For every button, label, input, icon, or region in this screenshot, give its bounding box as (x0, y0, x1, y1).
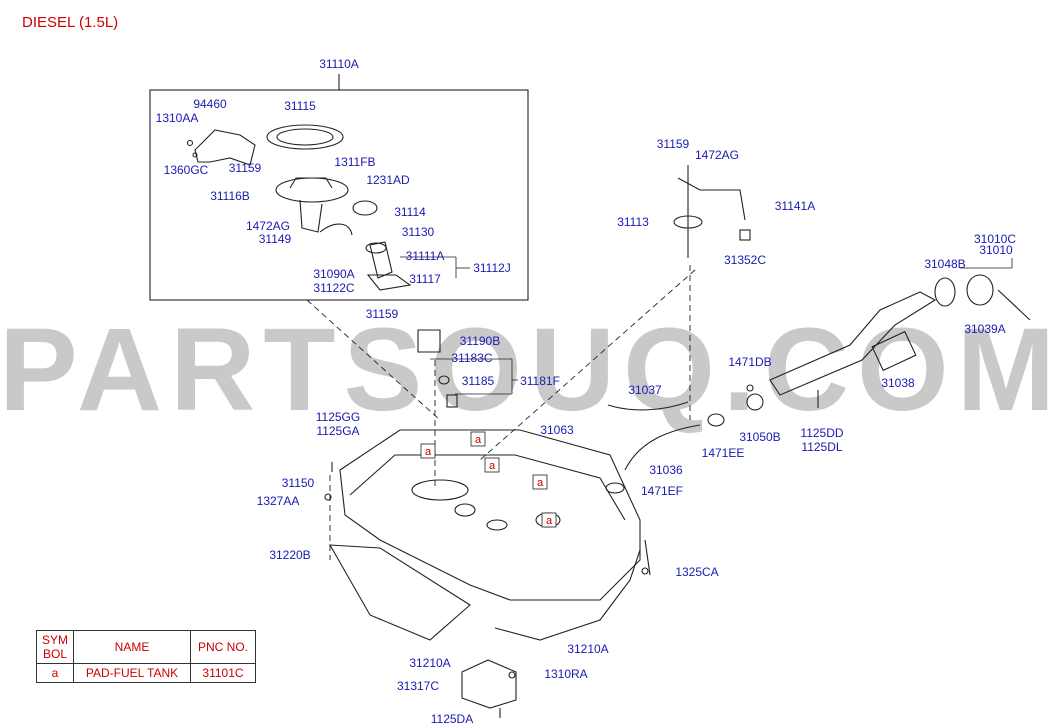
part-label[interactable]: 31048B (924, 257, 965, 271)
part-label[interactable]: 31181F (520, 374, 560, 388)
part-label[interactable]: 31210A (409, 656, 450, 670)
part-label[interactable]: 31149 (259, 232, 292, 246)
part-label[interactable]: 1125DA (431, 712, 473, 726)
part-label[interactable]: 31185 (462, 374, 495, 388)
breather-pipe (677, 177, 746, 221)
pad-marker-symbol: a (546, 515, 553, 527)
part-label[interactable]: 1310RA (544, 667, 587, 681)
part-label[interactable]: 31038 (881, 376, 915, 390)
part-label[interactable]: 31352C (724, 253, 766, 267)
part-label[interactable]: 1231AD (366, 173, 410, 187)
part-label[interactable]: 31317C (397, 679, 439, 693)
part-label[interactable]: 1311FB (334, 155, 375, 169)
pad-marker-symbol: a (425, 446, 432, 458)
pad-marker-box (470, 431, 486, 447)
filler-neck (769, 291, 937, 396)
part-label[interactable]: 31141A (775, 199, 815, 213)
part-label[interactable]: 31190B (460, 334, 500, 348)
pad-marker-symbol: a (537, 477, 544, 489)
part-label[interactable]: 31130 (402, 225, 435, 239)
part-label[interactable]: 1125DD (800, 426, 843, 440)
gasket-ring (266, 124, 344, 150)
part-label[interactable]: 31112J (473, 261, 511, 275)
part-label[interactable]: 31037 (628, 383, 662, 397)
part-label[interactable]: 31115 (284, 99, 316, 113)
pad-marker-symbol: a (489, 460, 496, 472)
part-label[interactable]: 31117 (409, 272, 441, 286)
part-label[interactable]: 1360GC (164, 163, 209, 177)
part-label[interactable]: 31063 (540, 423, 574, 437)
diagram-title: DIESEL (1.5L) (22, 14, 119, 31)
part-label[interactable]: 31090A (313, 267, 354, 281)
legend-header-name: NAME (73, 630, 191, 664)
part-label[interactable]: 1327AA (257, 494, 300, 508)
part-label[interactable]: 1472AG (246, 219, 290, 233)
part-label[interactable]: 1125GA (316, 424, 359, 438)
fuel-tank (339, 429, 641, 601)
part-label[interactable]: 31183C (451, 351, 492, 365)
legend-part-name: PAD-FUEL TANK (73, 663, 191, 683)
fuel-pump-body (299, 199, 323, 233)
legend-header-pnc: PNC NO. (190, 630, 256, 664)
watermark-text: PARTSOUQ.COM (0, 304, 1063, 436)
pad-marker-box (420, 443, 436, 459)
part-label[interactable]: 31114 (394, 205, 426, 219)
part-label[interactable]: 31159 (229, 161, 262, 175)
pad-marker-box (484, 457, 500, 473)
part-label[interactable]: 31122C (313, 281, 354, 295)
part-label[interactable]: 31036 (649, 463, 683, 477)
pad-marker-symbol: a (475, 434, 482, 446)
part-label[interactable]: 31159 (366, 307, 399, 321)
part-label[interactable]: 31113 (617, 215, 649, 229)
part-label[interactable]: 31110A (319, 57, 359, 71)
part-label[interactable]: 31039A (964, 322, 1005, 336)
pad-marker-box (541, 512, 557, 528)
legend-part-number[interactable]: 31101C (190, 663, 256, 683)
part-label[interactable]: 1310AA (156, 111, 199, 125)
part-label[interactable]: 31050B (739, 430, 780, 444)
legend-row: a PAD-FUEL TANK 31101C (36, 663, 256, 683)
part-label[interactable]: 31010C (974, 232, 1016, 246)
part-label[interactable]: 1471EE (702, 446, 745, 460)
part-label[interactable]: 1472AG (695, 148, 739, 162)
part-label[interactable]: 94460 (193, 97, 227, 111)
part-label[interactable]: 31111A (406, 249, 445, 263)
tank-strap-left (329, 544, 471, 641)
hose-31037 (607, 401, 689, 411)
part-label[interactable]: 1471DB (728, 355, 771, 369)
legend-table: SYM BOL NAME PNC NO. a PAD-FUEL TANK 311… (36, 630, 256, 683)
bracket-part (194, 129, 256, 166)
part-label[interactable]: 31010 (979, 243, 1013, 257)
part-label[interactable]: 1471EF (641, 484, 683, 498)
sender-unit (417, 329, 441, 353)
part-label[interactable]: 31159 (657, 137, 690, 151)
part-label[interactable]: 31210A (567, 642, 608, 656)
part-label[interactable]: 31116B (210, 189, 250, 203)
heat-shield (461, 659, 517, 709)
hose-31036 (624, 424, 701, 471)
tank-strap-right (494, 549, 641, 641)
pad-marker-box (532, 474, 548, 490)
part-label[interactable]: 1325CA (675, 565, 718, 579)
part-label[interactable]: 1125DL (801, 440, 842, 454)
part-label[interactable]: 1125GG (316, 410, 360, 424)
legend-header-symbol: SYM BOL (36, 630, 74, 664)
legend-symbol: a (36, 663, 74, 683)
pump-flange (275, 177, 349, 203)
part-label[interactable]: 31150 (282, 476, 315, 490)
part-label[interactable]: 31220B (269, 548, 310, 562)
